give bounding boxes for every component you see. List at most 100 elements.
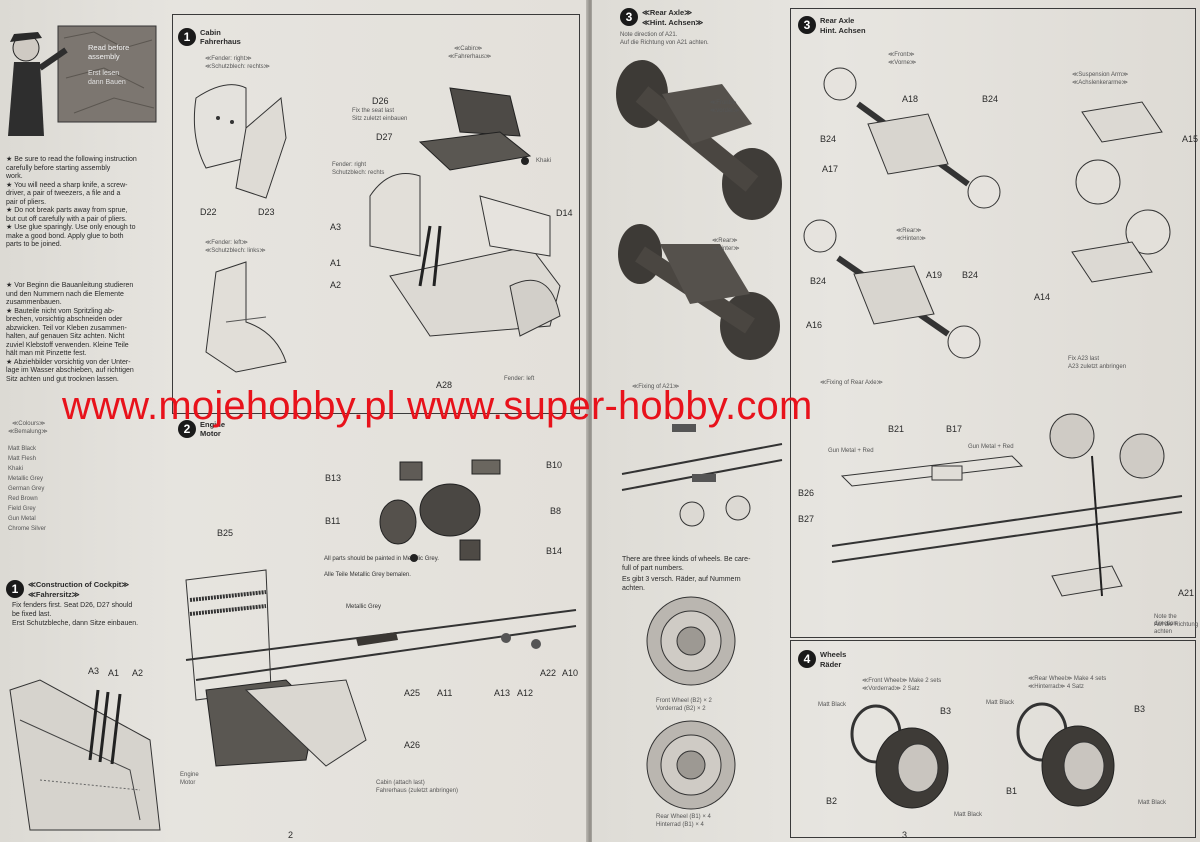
label-d26: D26	[372, 96, 389, 106]
matt-black-label-2: Matt Black	[986, 700, 1015, 706]
sign-german: Erst lesen dann Bauen	[88, 70, 126, 86]
label-a14: A14	[1034, 292, 1051, 302]
label-b11: B11	[325, 516, 341, 526]
colour-item: Red Brown	[8, 496, 38, 502]
fix-a23-note: Fix A23 last	[1068, 356, 1100, 362]
label-b10: B10	[546, 460, 563, 470]
label-b13: B13	[325, 473, 342, 483]
front-axle-photo	[616, 60, 782, 220]
direction-note: Note direction of A21.	[620, 32, 678, 38]
fender-left-label-german: ≪Schutzblech: links≫	[205, 248, 266, 254]
label-b24-2: B24	[982, 94, 999, 104]
step-1-cabin-frame	[172, 14, 580, 414]
colour-item: Metallic Grey	[8, 476, 44, 482]
engine-label-german: Motor	[180, 780, 196, 786]
step-3-photo-title-german: ≪Hint. Achsen≫	[642, 18, 704, 27]
label-a25: A25	[404, 688, 421, 698]
front-wheel-note-german: Vorderrad (B2) × 2	[656, 706, 706, 712]
label-a2-cabin: A2	[330, 280, 342, 290]
label-a26: A26	[404, 740, 421, 750]
matt-black-label-4: Matt Black	[1138, 800, 1167, 806]
rear-wheel-illustration	[646, 720, 736, 810]
step-1-cockpit-title-german: ≪Fahrersitz≫	[28, 590, 80, 599]
label-d14: D14	[556, 208, 573, 218]
label-a3-cabin: A3	[330, 222, 342, 232]
step-2-paint-note-german: Alle Teile Metallic Grey bemalen.	[324, 572, 411, 578]
step-1-cabin-title-german: Fahrerhaus	[200, 37, 241, 46]
step-1-cockpit-note: Fix fenders first. Seat D26, D27 should …	[12, 602, 133, 618]
rear-wheel-note: Rear Wheel (B1) × 4	[656, 814, 711, 820]
label-b8: B8	[550, 506, 562, 516]
colour-item: Matt Flesh	[8, 456, 37, 462]
direction-note-german: Auf die Richtung von A21 achten.	[620, 40, 709, 46]
colour-item: Gun Metal	[8, 516, 36, 522]
rear-wheel-sets-label-german: ≪Hinterrad≫ 4 Satz	[1028, 684, 1084, 690]
label-d22: D22	[200, 207, 217, 217]
label-a1-cabin: A1	[330, 258, 342, 268]
instruction-page-right: 3 ≪Rear Axle≫ ≪Hint. Achsen≫ Note direct…	[592, 0, 1200, 842]
front-wheel-note: Front Wheel (B2) × 2	[656, 698, 712, 704]
fender-left-label: ≪Fender: left≫	[205, 240, 248, 246]
label-a18: A18	[902, 94, 919, 104]
note-direction-german: Auf die Richtung achten	[1154, 622, 1199, 635]
fixing-a21-label: ≪Fixing of A21≫	[632, 384, 680, 390]
wheels-note-german: Es gibt 3 versch. Räder, auf Nummern ach…	[622, 576, 741, 592]
rear-diagram-label: ≪Rear≫	[896, 228, 922, 234]
cabin-attach-note-german: Fahrerhaus (zuletzt anbringen)	[376, 788, 459, 794]
fix-seat-note-german: Sitz zuletzt einbauen	[352, 116, 408, 122]
step-2-title: Engine	[200, 420, 226, 429]
front-axle-diagram	[823, 67, 1001, 209]
sign-english: Read before assembly	[88, 43, 130, 61]
suspension-label: ≪Suspension Arm≫	[1072, 72, 1129, 78]
label-a10: A10	[562, 668, 579, 678]
fender-left-drawing	[205, 261, 287, 373]
wheels-note: There are three kinds of wheels. Be care…	[622, 556, 751, 572]
matt-black-label-1: Matt Black	[818, 702, 847, 708]
fixing-rear-axle-label: ≪Fixing of Rear Axle≫	[820, 380, 883, 386]
colour-item: Chrome Silver	[8, 526, 47, 532]
colours-title-german: ≪Bemalung≫	[8, 429, 48, 435]
step-1-cockpit-note-german: Erst Schutzbleche, dann Sitze einbauen.	[12, 620, 139, 627]
rear-label: ≪Rear≫	[712, 238, 738, 244]
suspension-label-german: ≪Achslenkerarme≫	[1072, 80, 1128, 86]
label-d23: D23	[258, 207, 275, 217]
intro-text-english: ★ Be sure to read the following instruct…	[6, 156, 137, 248]
step-3-diagram-frame	[790, 8, 1196, 638]
front-diagram-label: ≪Front≫	[888, 52, 915, 58]
engine-label: Engine	[180, 772, 199, 778]
fix-a23-note-german: A23 zuletzt anbringen	[1068, 364, 1127, 370]
rear-diagram-label-german: ≪Hinten≫	[896, 236, 926, 242]
fender-left-label-2: Fender: left	[504, 376, 535, 382]
colour-item: German Grey	[8, 486, 45, 492]
fender-right-label-2: Fender: right	[332, 162, 367, 168]
label-b3-1: B3	[940, 706, 952, 716]
front-wheel-assembly-drawing	[850, 704, 949, 809]
label-b21: B21	[888, 424, 905, 434]
step-1-cabin-number: 1	[178, 28, 196, 46]
step-1-cockpit-number: 1	[6, 580, 24, 598]
label-a16: A16	[806, 320, 823, 330]
label-b3-2: B3	[1134, 704, 1146, 714]
label-a17: A17	[822, 164, 839, 174]
step-2-number: 2	[178, 420, 196, 438]
front-wheel-sets-label-german: ≪Vorderrad≫ 2 Satz	[862, 686, 920, 692]
colour-item: Khaki	[8, 466, 24, 472]
front-wheel-illustration	[646, 596, 736, 686]
label-a12: A12	[517, 688, 534, 698]
chassis-assembly-diagram	[831, 413, 1183, 597]
cabin-assembly-drawing	[369, 87, 561, 337]
gun-metal-red-note-2: Gun Metal + Red	[968, 444, 1014, 450]
fix-seat-note: Fix the seat last	[352, 108, 395, 114]
label-d27: D27	[376, 132, 393, 142]
step-1-cockpit-title: ≪Construction of Cockpit≫	[28, 580, 130, 589]
label-b24-3: B24	[810, 276, 827, 286]
rear-wheel-assembly-drawing	[1016, 702, 1115, 807]
note-direction: Note the direction	[1154, 614, 1177, 627]
front-label: ≪Front≫	[710, 100, 737, 106]
label-a13: A13	[494, 688, 511, 698]
rear-axle-photo	[618, 224, 780, 360]
khaki-note: Khaki	[536, 158, 552, 164]
page-number-left: 2	[288, 830, 294, 840]
fender-right-label: ≪Fender: right≫	[205, 56, 252, 62]
label-a3: A3	[88, 666, 100, 676]
